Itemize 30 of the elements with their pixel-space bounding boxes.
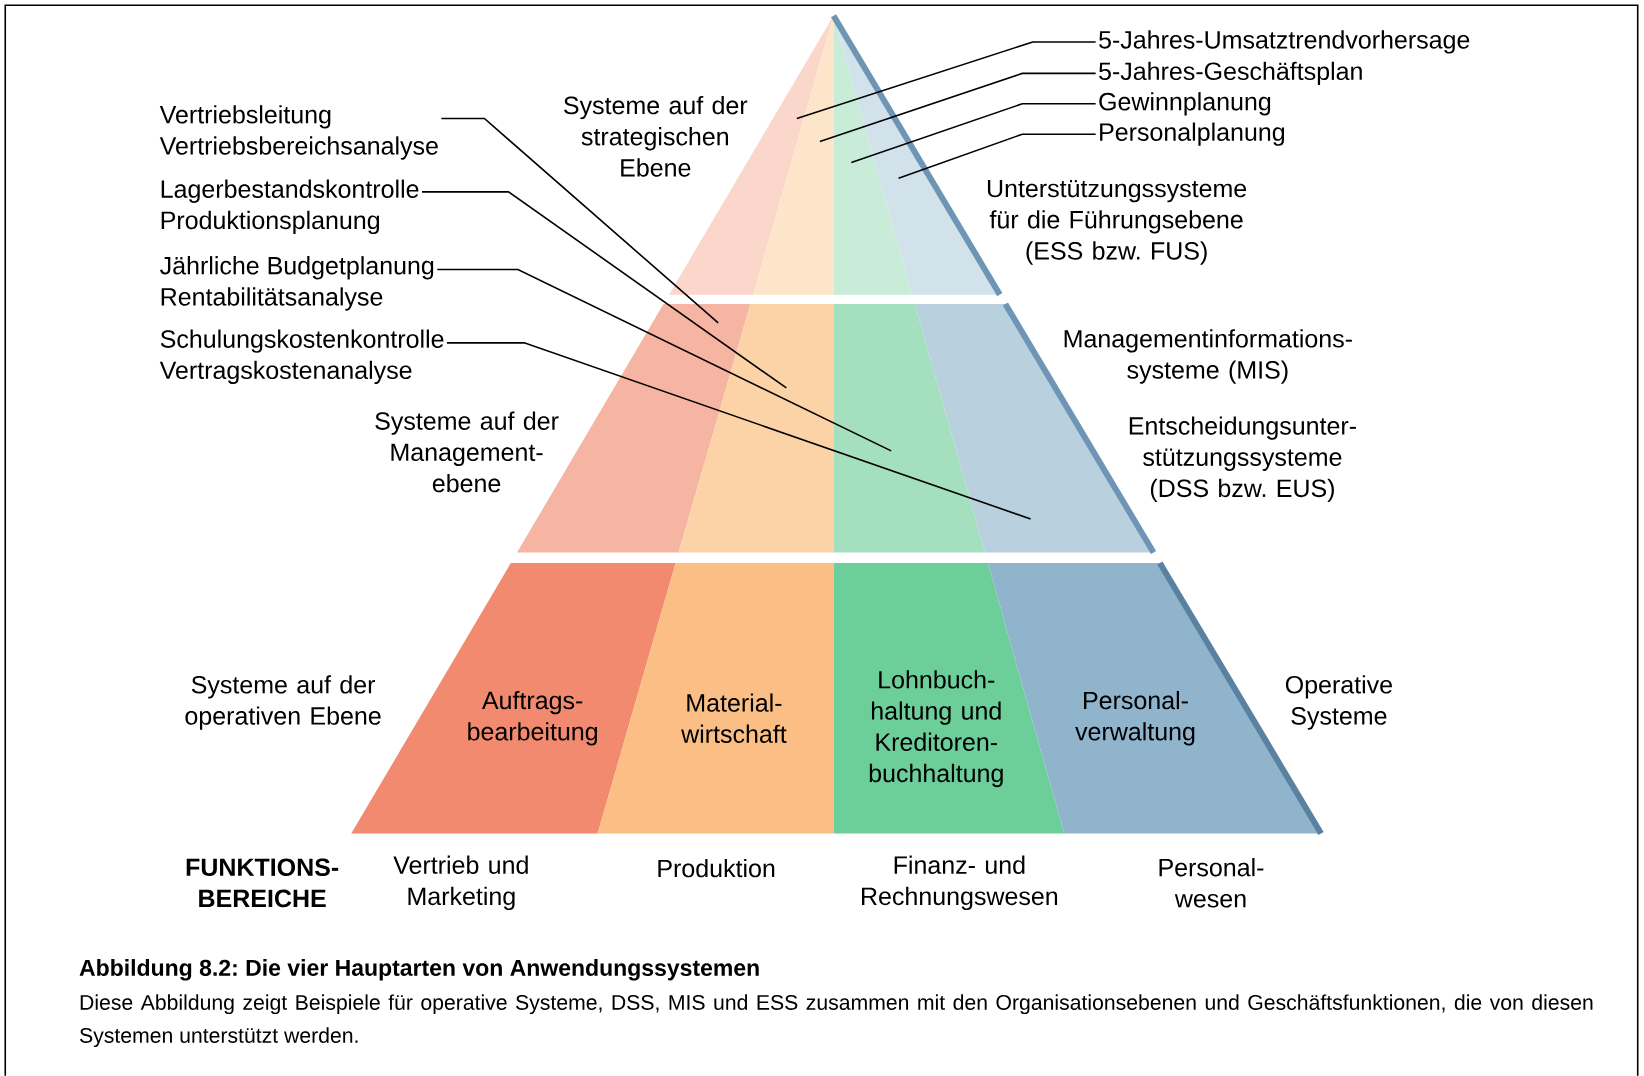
leader-label: Vertriebsleitung Vertriebsbereichsanalyse	[159, 105, 438, 160]
level-label: Systeme auf der strategischen Ebene	[564, 96, 748, 177]
level-label: Finanz- und Rechnungswesen	[862, 855, 1058, 911]
level-label: FUNKTIONS- BEREICHE	[186, 858, 339, 908]
leader-line	[897, 133, 1097, 180]
pyramid-segment: Lohnbuch- haltung und Kreditoren- buchhaltung	[833, 563, 1065, 834]
leader-line	[436, 268, 892, 452]
leader-label: Lagerbestandskontrolle Produktionsplanung	[161, 179, 419, 235]
leader-label: 5-Jahres-Umsatztrendvorhersage	[1099, 30, 1470, 54]
leader-label: Gewinnplanung	[1099, 92, 1271, 116]
leader-label: Personalplanung	[1100, 122, 1285, 146]
leader-line	[440, 117, 719, 324]
leader-label: Jährliche Budgetplanung Rentabilitätsanalyse	[160, 256, 434, 311]
leader-label: Schulungskostenkontrolle Vertragskostenanalyse	[159, 329, 444, 385]
level-label: Vertrieb und Marketing	[393, 855, 528, 911]
level-label: Produktion	[658, 859, 775, 878]
level-label: Personal- wesen	[1159, 858, 1264, 908]
level-label: Systeme auf der Management- ebene	[375, 411, 559, 493]
caption-text: Diese Abbildung zeigt Beispiele für operative Systeme, DSS, MIS und ESS zusammen mit den Organisationsebenen und Geschäftsfunktionen, die von diesen Systemen unterstützt werden.	[80, 994, 1593, 1048]
leader-label: 5-Jahres-Geschäftsplan	[1099, 61, 1362, 86]
caption-title: Abbildung 8.2: Die vier Hauptarten von Anwendungssystemen	[79, 959, 759, 981]
leader-line	[850, 103, 1097, 164]
leader-line	[796, 41, 1097, 120]
leader-line	[446, 342, 1032, 520]
leader-line	[421, 191, 788, 389]
level-label: Unterstützungssysteme für die Führungsebene (ESS bzw. FUS)	[987, 180, 1247, 265]
level-label: Entscheidungsunter- stützungssysteme (DSS bzw. EUS)	[1129, 416, 1356, 503]
level-label: Managementinformations- systeme (MIS)	[1064, 329, 1352, 384]
leader-line	[819, 72, 1097, 143]
pyramid-segment: Material- wirtschaft	[597, 563, 834, 834]
